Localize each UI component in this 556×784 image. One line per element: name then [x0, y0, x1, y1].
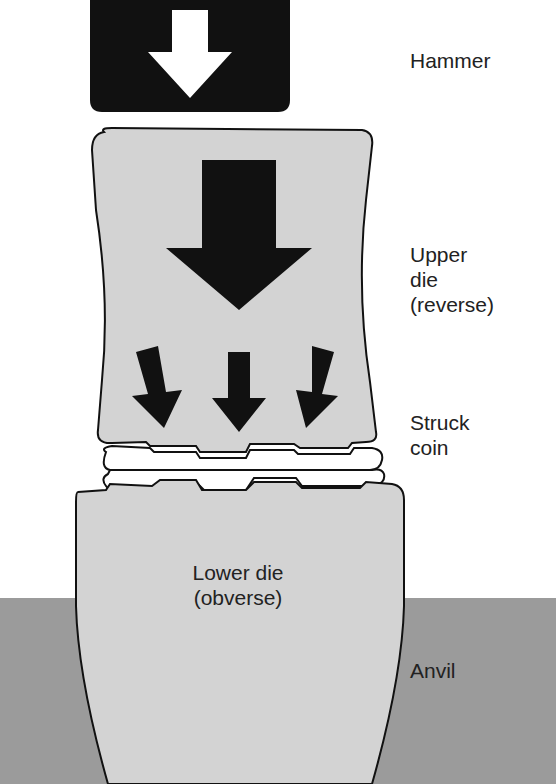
force-arrow-small [296, 346, 338, 428]
part-label: Anvil [410, 658, 456, 683]
part-label: Hammer [410, 48, 491, 73]
part-label: Upper die (reverse) [410, 242, 494, 318]
struck-coin [104, 446, 383, 470]
lower-die: Lower die (obverse) [70, 478, 410, 784]
hammer-arrow [148, 10, 232, 98]
force-arrow-small [132, 346, 182, 428]
die-outline [70, 478, 410, 784]
lower-die-shape [76, 480, 404, 784]
force-arrow-small [212, 352, 266, 432]
force-arrow [166, 160, 312, 310]
part-label: Lower die (obverse) [178, 560, 298, 610]
upper-die [92, 128, 376, 452]
hammer-block [90, 0, 290, 112]
part-label: Struck coin [410, 410, 470, 460]
